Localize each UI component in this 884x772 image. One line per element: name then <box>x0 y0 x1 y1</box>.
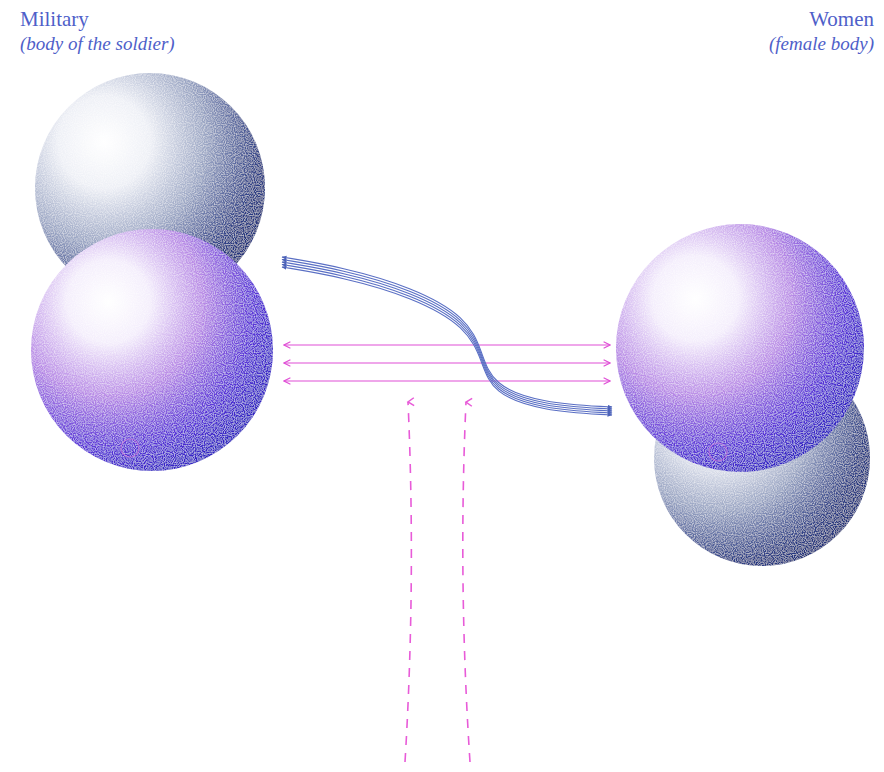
exchange-arrow <box>284 344 610 345</box>
sphere <box>616 224 864 472</box>
flow-line <box>282 267 612 415</box>
women-spheres <box>616 224 870 566</box>
sphere-group: Women(female body) <box>612 6 874 566</box>
exchange-arrow <box>284 380 610 381</box>
watermark-mark <box>121 439 139 457</box>
dashed-arrows <box>405 402 470 762</box>
group-subtitle: (body of the soldier) <box>20 32 282 56</box>
flow-line <box>282 265 612 414</box>
flow-line <box>282 257 612 407</box>
group-heading: Women <box>612 6 874 32</box>
flow-line <box>282 260 612 410</box>
dashed-arrow <box>405 402 411 762</box>
flow-line <box>282 262 612 411</box>
sphere <box>31 229 273 471</box>
dashed-arrow <box>463 402 470 762</box>
watermark-mark <box>709 443 727 461</box>
military-spheres <box>31 73 273 471</box>
group-heading: Military <box>20 6 282 32</box>
exchange-arrow <box>284 362 610 363</box>
sphere-group: Military(body of the soldier) <box>20 6 282 474</box>
group-subtitle: (female body) <box>612 32 874 56</box>
